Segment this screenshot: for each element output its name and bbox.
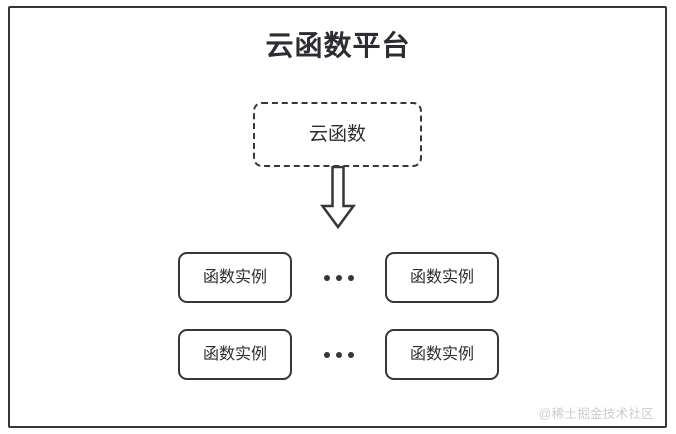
ellipsis-icon: ··· — [323, 252, 354, 303]
cloud-function-label: 云函数 — [308, 124, 366, 145]
ellipsis-dot — [347, 351, 354, 358]
function-instance-box: 函数实例 — [178, 329, 292, 380]
function-instance-label: 函数实例 — [409, 345, 474, 363]
ellipsis-dot — [347, 274, 354, 281]
page-title: 云函数平台 — [265, 30, 411, 61]
function-instance-label: 函数实例 — [202, 268, 267, 286]
function-instance-box: 函数实例 — [385, 252, 499, 303]
ellipsis-dot — [335, 351, 342, 358]
ellipsis-dot — [323, 351, 330, 358]
ellipsis-icon: ··· — [323, 329, 354, 380]
watermark: @稀土掘金技术社区 — [538, 406, 654, 421]
down-arrow-icon — [318, 166, 358, 230]
ellipsis-dot — [323, 274, 330, 281]
instance-row: 函数实例 ··· 函数实例 — [178, 252, 499, 303]
ellipsis-dot — [335, 274, 342, 281]
cloud-function-node: 云函数 — [253, 102, 422, 167]
instance-row: 函数实例 ··· 函数实例 — [178, 329, 499, 380]
function-instance-label: 函数实例 — [202, 345, 267, 363]
function-instance-box: 函数实例 — [178, 252, 292, 303]
function-instance-label: 函数实例 — [409, 268, 474, 286]
function-instance-box: 函数实例 — [385, 329, 499, 380]
